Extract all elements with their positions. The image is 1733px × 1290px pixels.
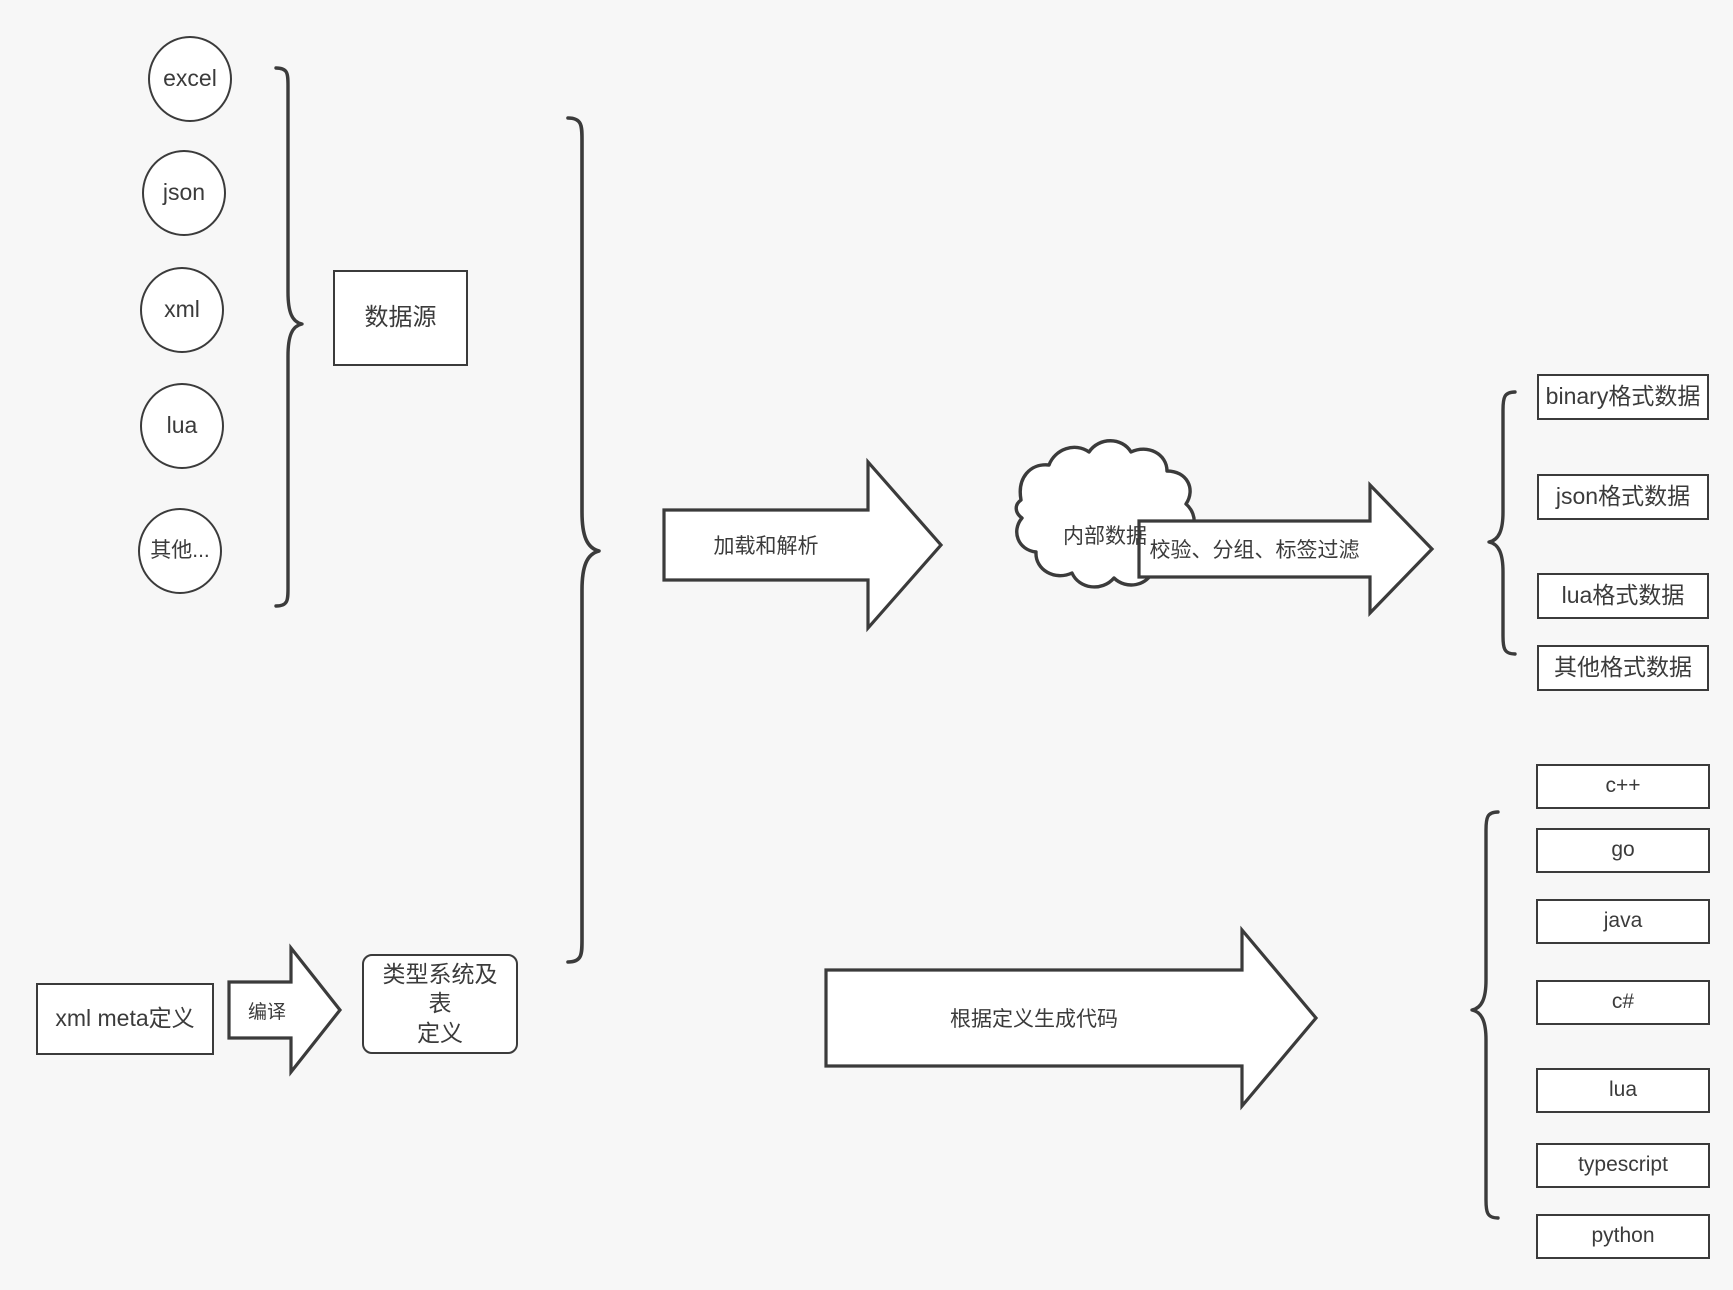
xml-meta-definition-label: xml meta定义 bbox=[55, 1005, 195, 1032]
output-format-box-json[interactable]: json格式数据 bbox=[1537, 474, 1709, 520]
output-format-label: 其他格式数据 bbox=[1554, 654, 1692, 681]
output-format-box-lua[interactable]: lua格式数据 bbox=[1537, 573, 1709, 619]
output-format-box-binary[interactable]: binary格式数据 bbox=[1537, 374, 1709, 420]
source-node-json[interactable]: json bbox=[142, 150, 226, 236]
output-language-box-lua[interactable]: lua bbox=[1536, 1068, 1710, 1113]
source-node-xml[interactable]: xml bbox=[140, 267, 224, 353]
output-language-box-go[interactable]: go bbox=[1536, 828, 1710, 873]
source-node-lua[interactable]: lua bbox=[140, 383, 224, 469]
block-arrow-right-icon-load bbox=[662, 457, 944, 633]
type-system-label-line2: 定义 bbox=[417, 1019, 463, 1046]
curly-brace-left-icon-languages bbox=[1470, 810, 1500, 1220]
source-node-label: 其他... bbox=[150, 538, 210, 562]
output-format-label: binary格式数据 bbox=[1545, 383, 1701, 410]
curly-brace-right-icon-sources bbox=[274, 66, 304, 608]
output-language-label: c# bbox=[1611, 990, 1635, 1014]
data-source-group-label: 数据源 bbox=[364, 303, 437, 331]
block-arrow-right-icon-codegen bbox=[824, 925, 1319, 1111]
output-format-label: lua格式数据 bbox=[1561, 582, 1685, 609]
source-node-label: json bbox=[162, 179, 206, 206]
data-source-group-box[interactable]: 数据源 bbox=[333, 270, 468, 366]
output-language-box-java[interactable]: java bbox=[1536, 899, 1710, 944]
output-language-label: typescript bbox=[1578, 1153, 1668, 1177]
type-system-box[interactable]: 类型系统及表 定义 bbox=[362, 954, 518, 1054]
output-language-box-typescript[interactable]: typescript bbox=[1536, 1143, 1710, 1188]
output-language-box-csharp[interactable]: c# bbox=[1536, 980, 1710, 1025]
block-arrow-right-icon-transform bbox=[1137, 481, 1435, 617]
curly-brace-left-icon-formats bbox=[1487, 390, 1517, 656]
source-node-other[interactable]: 其他... bbox=[138, 508, 222, 594]
output-language-box-python[interactable]: python bbox=[1536, 1214, 1710, 1259]
output-language-label: go bbox=[1611, 838, 1635, 862]
output-language-label: lua bbox=[1608, 1078, 1638, 1102]
output-language-box-cpp[interactable]: c++ bbox=[1536, 764, 1710, 809]
curly-brace-right-large-icon-main bbox=[566, 116, 601, 964]
output-format-label: json格式数据 bbox=[1555, 483, 1691, 510]
source-node-excel[interactable]: excel bbox=[148, 36, 232, 122]
source-node-label: lua bbox=[166, 412, 198, 439]
output-language-label: python bbox=[1591, 1224, 1655, 1248]
type-system-label: 类型系统及表 定义 bbox=[374, 960, 506, 1048]
source-node-label: xml bbox=[164, 296, 200, 323]
output-format-box-other[interactable]: 其他格式数据 bbox=[1537, 645, 1709, 691]
type-system-label-line1: 类型系统及表 bbox=[382, 960, 498, 1017]
output-language-label: c++ bbox=[1605, 774, 1641, 798]
output-language-label: java bbox=[1603, 909, 1643, 933]
xml-meta-definition-box[interactable]: xml meta定义 bbox=[36, 983, 214, 1055]
block-arrow-right-icon-compile bbox=[227, 943, 343, 1077]
source-node-label: excel bbox=[163, 65, 217, 92]
